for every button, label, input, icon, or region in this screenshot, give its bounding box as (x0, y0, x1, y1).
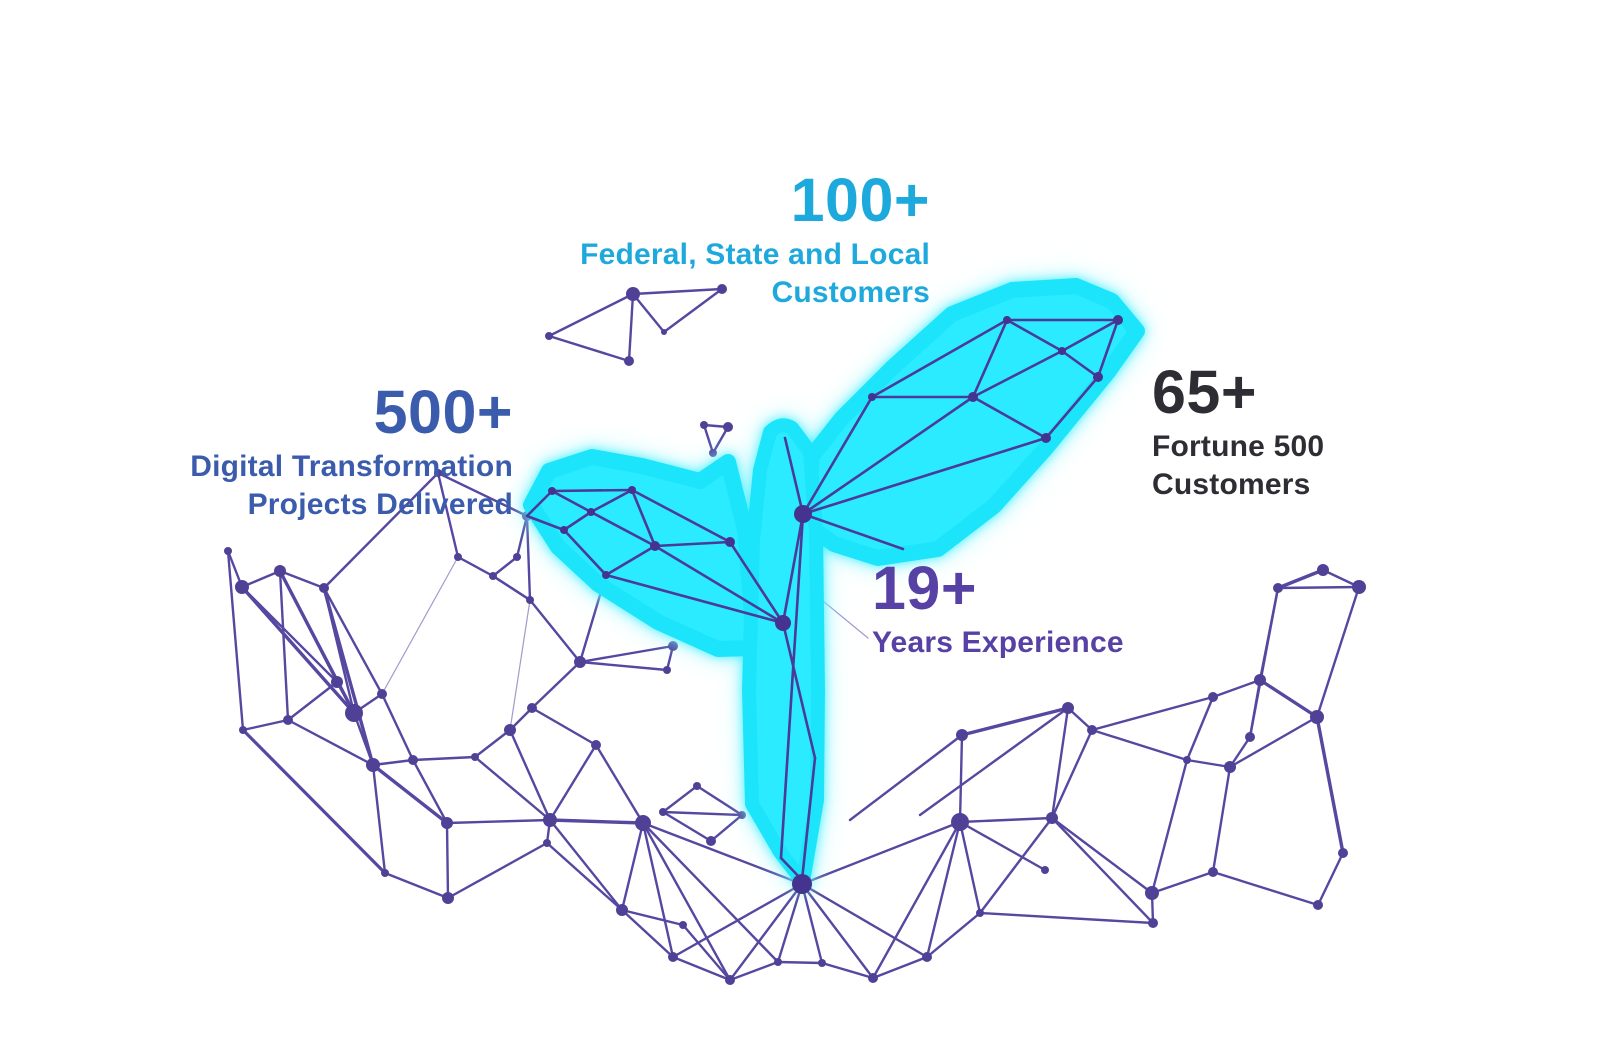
stat-label-line: Years Experience (872, 626, 1124, 659)
sprout-right-leaf (798, 278, 1145, 566)
stat-label-line: Fortune 500 (1152, 430, 1325, 463)
stat-label: Years Experience (872, 624, 1124, 662)
stat-fortune-500-customers: 65+ Fortune 500 Customers (1152, 362, 1324, 504)
stat-value: 19+ (872, 554, 977, 622)
stat-label: Digital Transformation Projects Delivere… (190, 448, 513, 524)
sprout-wireframe (525, 315, 1123, 894)
stat-label-line: Digital Transformation (190, 450, 513, 483)
stat-value: 500+ (373, 378, 513, 446)
stat-years-experience: 19+ Years Experience (872, 558, 1124, 662)
stat-value: 65+ (1152, 358, 1257, 426)
stat-label-line: Projects Delivered (247, 488, 513, 521)
stat-label: Federal, State and Local Customers (580, 236, 930, 312)
hands-wireframe (224, 284, 1366, 985)
stat-federal-state-local-customers: 100+ Federal, State and Local Customers (580, 170, 930, 312)
stat-value: 100+ (790, 166, 930, 234)
stat-label-line: Federal, State and Local (580, 238, 930, 271)
stat-label-line: Customers (1152, 468, 1311, 501)
stat-label: Fortune 500 Customers (1152, 428, 1324, 504)
stat-label-line: Customers (771, 276, 930, 309)
stat-digital-transformation-projects: 500+ Digital Transformation Projects Del… (190, 382, 513, 524)
